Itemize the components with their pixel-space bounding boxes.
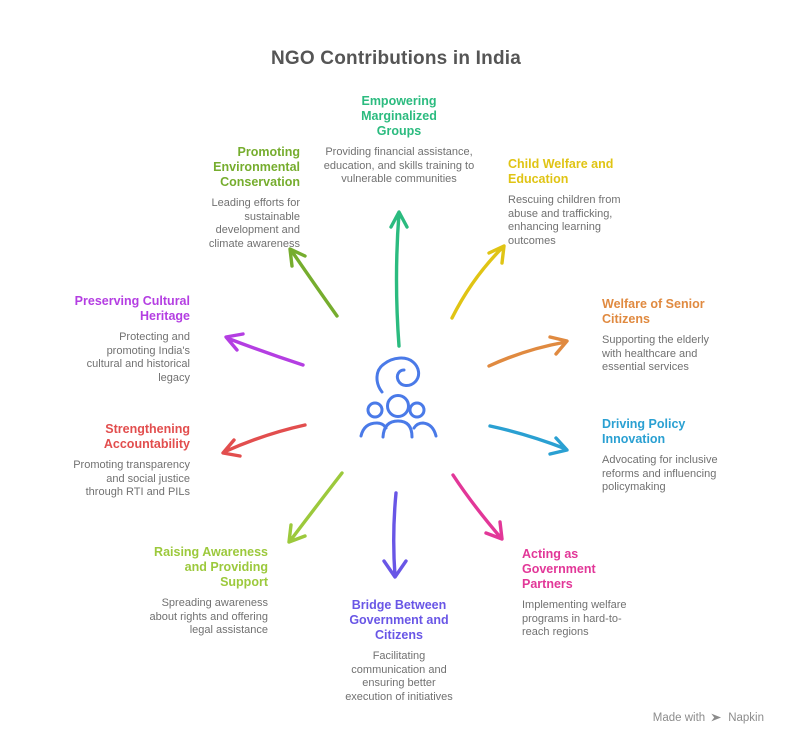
node-welfare-of-senior-citizens: Welfare of Senior Citizens Supporting th… (602, 297, 727, 375)
made-with-label: Made with (652, 711, 706, 724)
node-title: Promoting Environmental Conservation (213, 145, 300, 189)
node-title: Acting as Government Partners (522, 547, 596, 591)
arrow-acting-as-government-partners (451, 473, 504, 541)
napkin-brand-label: Napkin (728, 711, 764, 724)
arrow-raising-awareness-and-providing-support (287, 471, 344, 544)
arrow-promoting-environmental-conservation (288, 247, 339, 318)
node-title: Child Welfare and Education (508, 157, 614, 186)
node-description: Facilitating communication and ensuring … (345, 650, 453, 703)
made-with-napkin-credit: Made with Napkin (653, 711, 764, 724)
arrow-bridge-between-government-and-citizens (382, 491, 408, 579)
arrow-child-welfare-and-education (450, 244, 506, 320)
node-title: Bridge Between Government and Citizens (349, 598, 449, 642)
community-care-icon (359, 356, 438, 439)
node-title: Welfare of Senior Citizens (602, 297, 705, 326)
node-description: Implementing welfare programs in hard-to… (522, 599, 627, 638)
arrow-empowering-marginalized-groups (389, 210, 409, 348)
page-title: NGO Contributions in India (270, 48, 522, 69)
node-description: Supporting the elderly with healthcare a… (602, 334, 710, 373)
node-title: Strengthening Accountability (103, 422, 190, 451)
node-description: Spreading awareness about rights and off… (149, 597, 268, 636)
node-description: Protecting and promoting India's cultura… (86, 331, 190, 384)
node-promoting-environmental-conservation: Promoting Environmental Conservation Lea… (180, 145, 300, 251)
node-description: Promoting transparency and social justic… (73, 459, 190, 498)
node-title: Empowering Marginalized Groups (361, 94, 437, 138)
node-description: Rescuing children from abuse and traffic… (508, 194, 621, 247)
node-bridge-between-government-and-citizens: Bridge Between Government and Citizens F… (324, 598, 474, 704)
node-empowering-marginalized-groups: Empowering Marginalized Groups Providing… (319, 94, 479, 187)
arrow-driving-policy-innovation (488, 424, 569, 456)
node-title: Driving Policy Innovation (602, 417, 686, 446)
node-child-welfare-and-education: Child Welfare and Education Rescuing chi… (508, 157, 643, 248)
arrow-preserving-cultural-heritage (224, 332, 305, 367)
node-preserving-cultural-heritage: Preserving Cultural Heritage Protecting … (70, 294, 190, 385)
node-acting-as-government-partners: Acting as Government Partners Implementi… (522, 547, 634, 640)
arrow-strengthening-accountability (221, 423, 307, 458)
node-strengthening-accountability: Strengthening Accountability Promoting t… (70, 422, 190, 500)
node-description: Leading efforts for sustainable developm… (208, 197, 300, 250)
node-raising-awareness-and-providing-support: Raising Awareness and Providing Support … (140, 545, 268, 638)
arrow-welfare-of-senior-citizens (487, 335, 569, 368)
node-description: Advocating for inclusive reforms and inf… (602, 454, 718, 493)
node-title: Preserving Cultural Heritage (74, 294, 190, 323)
node-driving-policy-innovation: Driving Policy Innovation Advocating for… (602, 417, 720, 495)
node-title: Raising Awareness and Providing Support (154, 545, 268, 589)
napkin-pen-icon (711, 713, 722, 722)
node-description: Providing financial assistance, educatio… (323, 146, 475, 185)
